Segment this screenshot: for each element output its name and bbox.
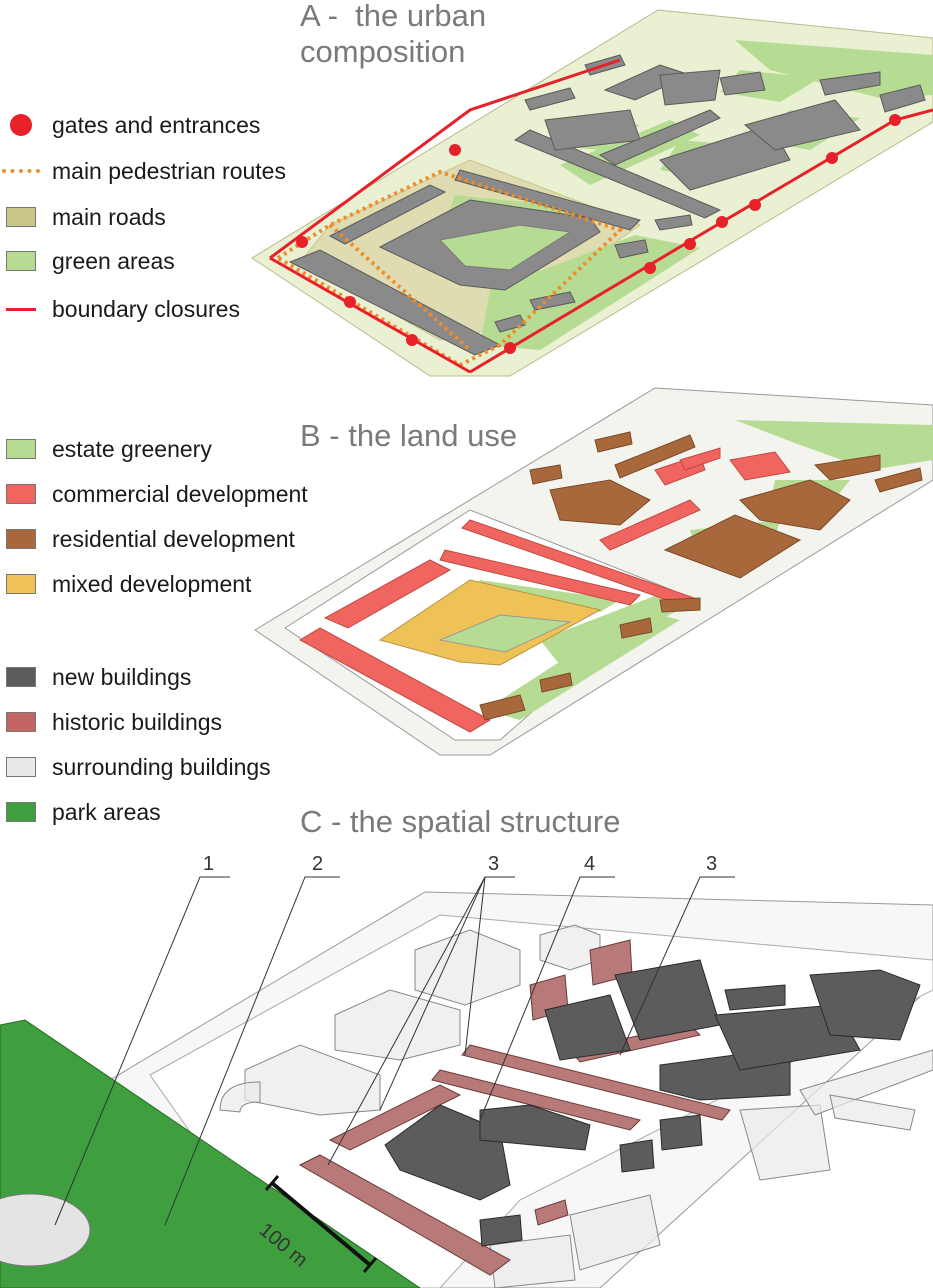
legend-new-buildings: new buildings [6, 662, 191, 692]
swatch-residential [6, 529, 36, 549]
legend-label: estate greenery [52, 435, 212, 462]
legend-label: new buildings [52, 663, 192, 690]
callout-label: 3 [706, 853, 717, 875]
swatch-historic-buildings [6, 712, 36, 732]
legend-estate-greenery: estate greenery [6, 434, 212, 464]
callout-label: 2 [312, 853, 323, 875]
dotted-line-icon [2, 169, 40, 173]
legend-label: commercial development [52, 480, 308, 507]
swatch-main-roads [6, 207, 36, 227]
legend-label: gates and entrances [52, 111, 261, 138]
red-line-icon [6, 307, 36, 311]
legend-park-areas: park areas [6, 797, 161, 827]
legend-green-areas: green areas [6, 246, 175, 276]
legend-label: green areas [52, 247, 175, 274]
legend-gates-entrances: gates and entrances [6, 110, 260, 140]
swatch-commercial [6, 484, 36, 504]
panel-a-title: A - the urban composition [300, 0, 487, 69]
panel-c-title: C - the spatial structure [300, 804, 621, 839]
legend-label: park areas [52, 798, 161, 825]
legend-residential: residential development [6, 524, 295, 554]
legend-label: main pedestrian routes [52, 157, 286, 184]
swatch-estate-greenery [6, 439, 36, 459]
map-urban-composition [251, 9, 933, 377]
swatch-new-buildings [6, 667, 36, 687]
legend-main-roads: main roads [6, 202, 166, 232]
map-land-use [254, 387, 933, 756]
legend-commercial: commercial development [6, 479, 308, 509]
legend-label: boundary closures [52, 295, 240, 322]
legend-label: main roads [52, 203, 166, 230]
legend-boundary-closures: boundary closures [6, 294, 240, 324]
swatch-surrounding-buildings [6, 757, 36, 777]
callout-label: 4 [584, 853, 595, 875]
legend-surrounding-buildings: surrounding buildings [6, 752, 271, 782]
red-dot-icon [10, 114, 32, 136]
callout-label: 1 [203, 853, 214, 875]
panel-b-title: B - the land use [300, 418, 518, 453]
swatch-park-areas [6, 802, 36, 822]
swatch-mixed [6, 574, 36, 594]
legend-label: residential development [52, 525, 295, 552]
legend-label: mixed development [52, 570, 252, 597]
legend-mixed: mixed development [6, 569, 251, 599]
legend-label: historic buildings [52, 708, 223, 735]
legend-label: surrounding buildings [52, 753, 271, 780]
callout-label: 3 [488, 853, 499, 875]
map-spatial-structure: 1 2 3 4 3 100 m [0, 853, 933, 1288]
swatch-green-areas [6, 251, 36, 271]
legend-historic-buildings: historic buildings [6, 707, 222, 737]
legend-pedestrian-routes: main pedestrian routes [2, 156, 286, 186]
